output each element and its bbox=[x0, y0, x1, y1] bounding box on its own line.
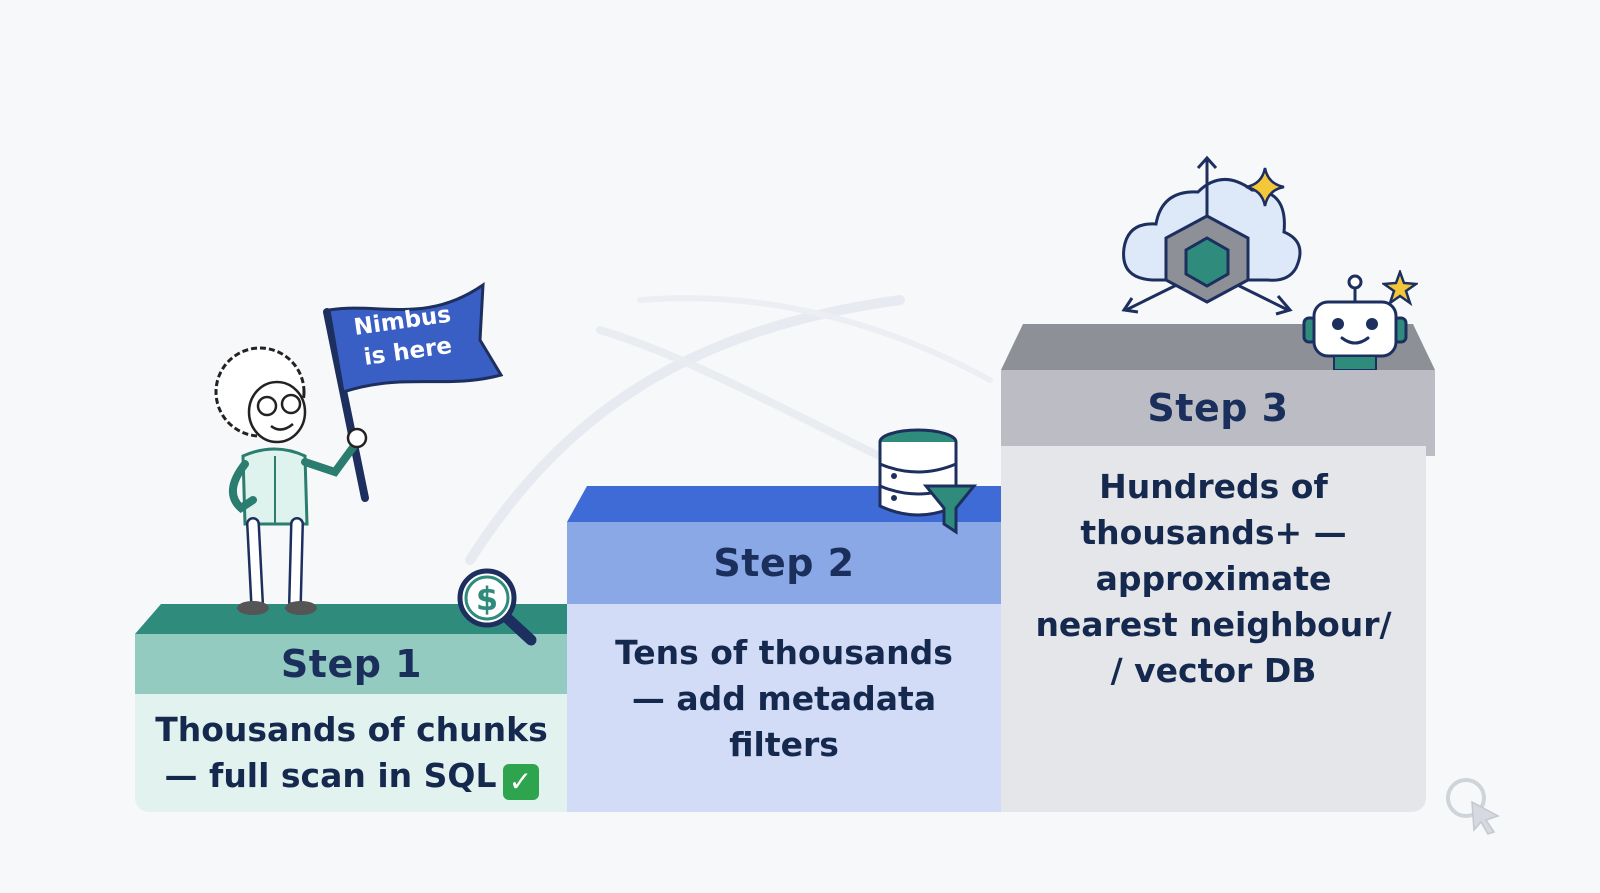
step3-band: Step 3 bbox=[1001, 370, 1426, 446]
step3-title: Step 3 bbox=[1147, 386, 1289, 430]
flag-icon: Nimbus is here bbox=[327, 282, 504, 394]
cloud-cube-icon bbox=[1121, 155, 1302, 316]
step2-block: Step 2 Tens of thousands — add metadata … bbox=[567, 522, 1001, 812]
sparkle-icon bbox=[1245, 167, 1285, 207]
step2-band: Step 2 bbox=[567, 522, 1001, 604]
step1-body: Thousands of chunks — full scan in SQL✓ bbox=[135, 694, 568, 812]
step1-description: Thousands of chunks — full scan in SQL bbox=[155, 709, 548, 795]
step3-description: Hundreds of thousands+ — approximate nea… bbox=[1035, 467, 1392, 690]
svg-text:$: $ bbox=[476, 580, 498, 618]
step3-body: Hundreds of thousands+ — approximate nea… bbox=[1001, 446, 1426, 812]
step3-block: Step 3 Hundreds of thousands+ — approxim… bbox=[1001, 370, 1426, 812]
sparkle-icon bbox=[1382, 270, 1418, 306]
step1-block: Step 1 Thousands of chunks — full scan i… bbox=[135, 634, 568, 812]
check-icon: ✓ bbox=[502, 763, 539, 800]
step1-desc-wrap: Thousands of chunks — full scan in SQL✓ bbox=[155, 707, 548, 800]
character-illustration: Nimbus is here bbox=[214, 282, 504, 615]
step1-title: Step 1 bbox=[280, 642, 423, 686]
database-filter-icon bbox=[878, 428, 978, 535]
step1-band: Step 1 bbox=[135, 634, 568, 694]
cursor-search-icon bbox=[1446, 778, 1500, 835]
step2-description: Tens of thousands — add metadata filters bbox=[615, 633, 953, 764]
step3-band-edge bbox=[1426, 370, 1435, 456]
step2-body: Tens of thousands — add metadata filters bbox=[567, 604, 1001, 812]
step2-title: Step 2 bbox=[713, 541, 855, 585]
dollar-search-icon: $ bbox=[457, 568, 537, 646]
robot-icon bbox=[1302, 274, 1408, 370]
